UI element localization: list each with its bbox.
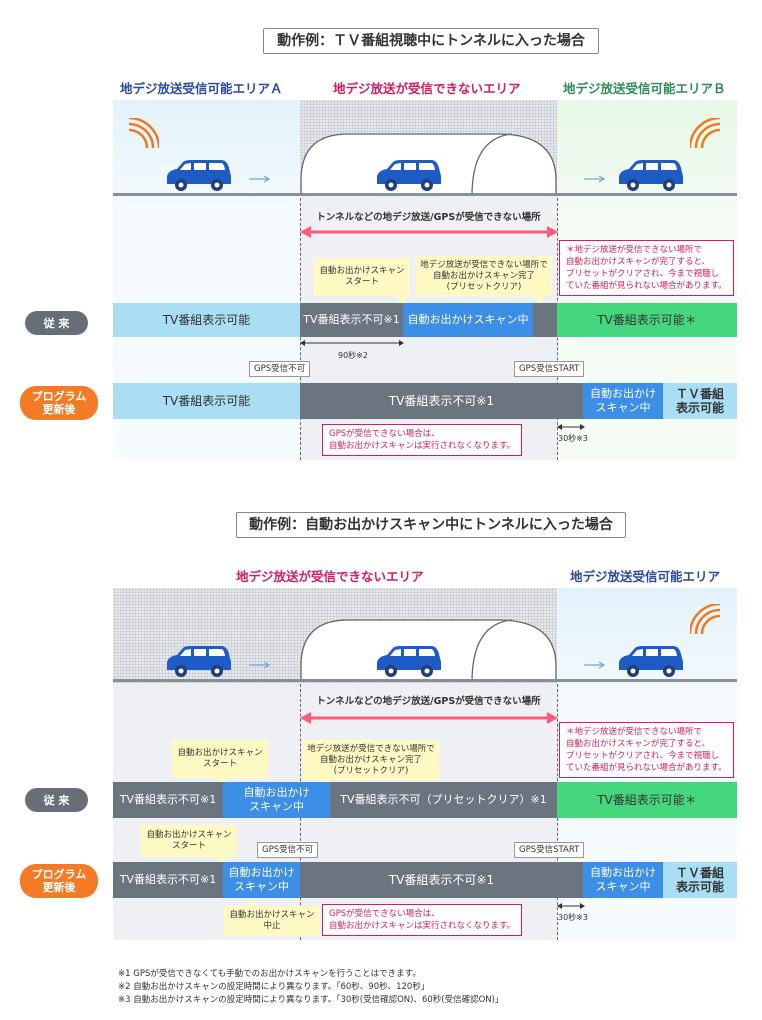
gps-warning: GPSが受信できない場合は、 自動お出かけスキャンは実行されなくなります。: [322, 424, 523, 456]
footnote-3: ※3 自動お出かけスキャンの設定時間により異なります。「30秒(受信確認ON)、…: [118, 995, 504, 1005]
note-pointer: [395, 295, 407, 305]
area-a-label: 地デジ放送受信可能エリアＡ: [120, 81, 283, 96]
note-pointer: [247, 899, 259, 907]
car-icon: [167, 646, 231, 677]
car-icon: [167, 160, 231, 191]
coverage-gap-arrow: [300, 226, 558, 238]
duration-90s-label: 90秒※2: [338, 351, 368, 360]
new-bar-scanning-2b: 自動お出かけ スキャン中: [583, 862, 663, 898]
gps-fail-tag-2: GPS受信不可: [257, 842, 319, 858]
signal-icon: [690, 604, 721, 635]
scan-done-note: 地デジ放送が受信できない場所で 自動お出かけスキャン完了 (プリセットクリア): [416, 256, 552, 296]
gps-start-tag-2: GPS受信START: [514, 842, 585, 858]
duration-30s-label-2: 30秒※3: [558, 913, 588, 922]
area-none-label: 地デジ放送が受信できないエリア: [333, 81, 521, 96]
new-bar-tv-ok-2: ＴＶ番組 表示可能: [663, 862, 737, 898]
new-bar-tv-ok: TV番組表示可能: [113, 383, 300, 419]
old-bar-scanning-2: 自動お出かけ スキャン中: [223, 782, 330, 818]
duration-arrow: [557, 424, 585, 430]
scan-start-note-3: 自動お出かけスキャン スタート: [141, 825, 237, 857]
new-bar-tv-ok-b: ＴＶ番組 表示可能: [663, 383, 737, 419]
preset-clear-warning: ＊地デジ放送が受信できない場所で 自動お出かけスキャンが完了すると、 プリセット…: [559, 240, 734, 296]
preset-clear-warning-2: ＊地デジ放送が受信できない場所で 自動お出かけスキャンが完了すると、 プリセット…: [559, 722, 734, 778]
arrow-right-icon: [584, 175, 606, 183]
duration-arrow: [557, 903, 585, 909]
new-method-label: プログラム 更新後: [20, 386, 98, 420]
old-bar-tv-ok-2: TV番組表示可能＊: [557, 782, 737, 818]
new-bar-tv-ng: TV番組表示不可※1: [300, 383, 583, 419]
area-none-label-2: 地デジ放送が受信できないエリア: [236, 569, 424, 584]
car-icon: [619, 646, 683, 677]
scan-start-note: 自動お出かけスキャン スタート: [314, 258, 410, 296]
arrow-right-icon: [249, 175, 271, 183]
coverage-gap-arrow: [300, 712, 558, 724]
new-bar-scanning-2a: 自動お出かけ スキャン中: [223, 862, 300, 898]
old-method-label-2: 従 来: [25, 788, 88, 812]
gps-warning-2: GPSが受信できない場合は、 自動お出かけスキャンは実行されなくなります。: [322, 904, 523, 936]
footnote-1: ※1 GPSが受信できなくても手動でのお出かけスキャンを行うことはできます。: [118, 969, 421, 979]
gps-fail-tag: GPS受信不可: [249, 361, 311, 377]
old-bar-gray-end: [533, 303, 557, 337]
scan-done-note-2: 地デジ放送が受信できない場所で 自動お出かけスキャン完了 (プリセットクリア): [303, 740, 439, 780]
footnote-2: ※2 自動お出かけスキャンの設定時間により異なります。「60秒、90秒、120秒…: [118, 982, 430, 992]
arrow-right-icon: [584, 661, 606, 669]
duration-30s-label: 30秒※3: [558, 434, 588, 443]
old-bar-tv-ok-b: TV番組表示可能＊: [557, 303, 737, 337]
signal-icon: [128, 118, 159, 149]
area-b-label: 地デジ放送受信可能エリアＢ: [563, 81, 726, 96]
new-bar-tv-ng-2b: TV番組表示不可※1: [300, 862, 583, 898]
scan-stop-note: 自動お出かけスキャン 中止: [224, 906, 320, 936]
road-line: [113, 679, 737, 682]
old-bar-scanning: 自動お出かけスキャン中: [403, 303, 533, 337]
car-icon: [377, 160, 441, 191]
road-line: [113, 193, 737, 196]
scan-start-note-2: 自動お出かけスキャン スタート: [172, 740, 268, 778]
new-bar-scanning: 自動お出かけ スキャン中: [583, 383, 663, 419]
area-ok-label-2: 地デジ放送受信可能エリア: [570, 569, 721, 584]
section2-title: 動作例：自動お出かけスキャン中にトンネルに入った場合: [236, 512, 626, 538]
old-bar-tv-ng-2: TV番組表示不可※1: [113, 782, 223, 818]
duration-arrow: [300, 340, 404, 346]
note-pointer: [532, 295, 544, 305]
new-bar-tv-ng-2a: TV番組表示不可※1: [113, 862, 223, 898]
arrow-right-icon: [249, 661, 271, 669]
car-icon: [377, 646, 441, 677]
tunnel-caption: トンネルなどの地デジ放送/GPSが受信できない場所: [316, 212, 541, 223]
gps-start-tag: GPS受信START: [514, 361, 585, 377]
new-method-label-2: プログラム 更新後: [20, 864, 98, 898]
old-bar-preset-clear: TV番組表示不可（プリセットクリア）※1: [330, 782, 557, 818]
old-method-label: 従 来: [25, 311, 88, 335]
car-icon: [619, 160, 683, 191]
old-bar-tv-ng: TV番組表示不可※1: [300, 303, 403, 337]
tunnel-caption-2: トンネルなどの地デジ放送/GPSが受信できない場所: [316, 696, 541, 707]
old-bar-tv-ok: TV番組表示可能: [113, 303, 300, 337]
section1-title: 動作例：ＴＶ番組視聴中にトンネルに入った場合: [263, 28, 599, 54]
signal-icon: [690, 118, 721, 149]
